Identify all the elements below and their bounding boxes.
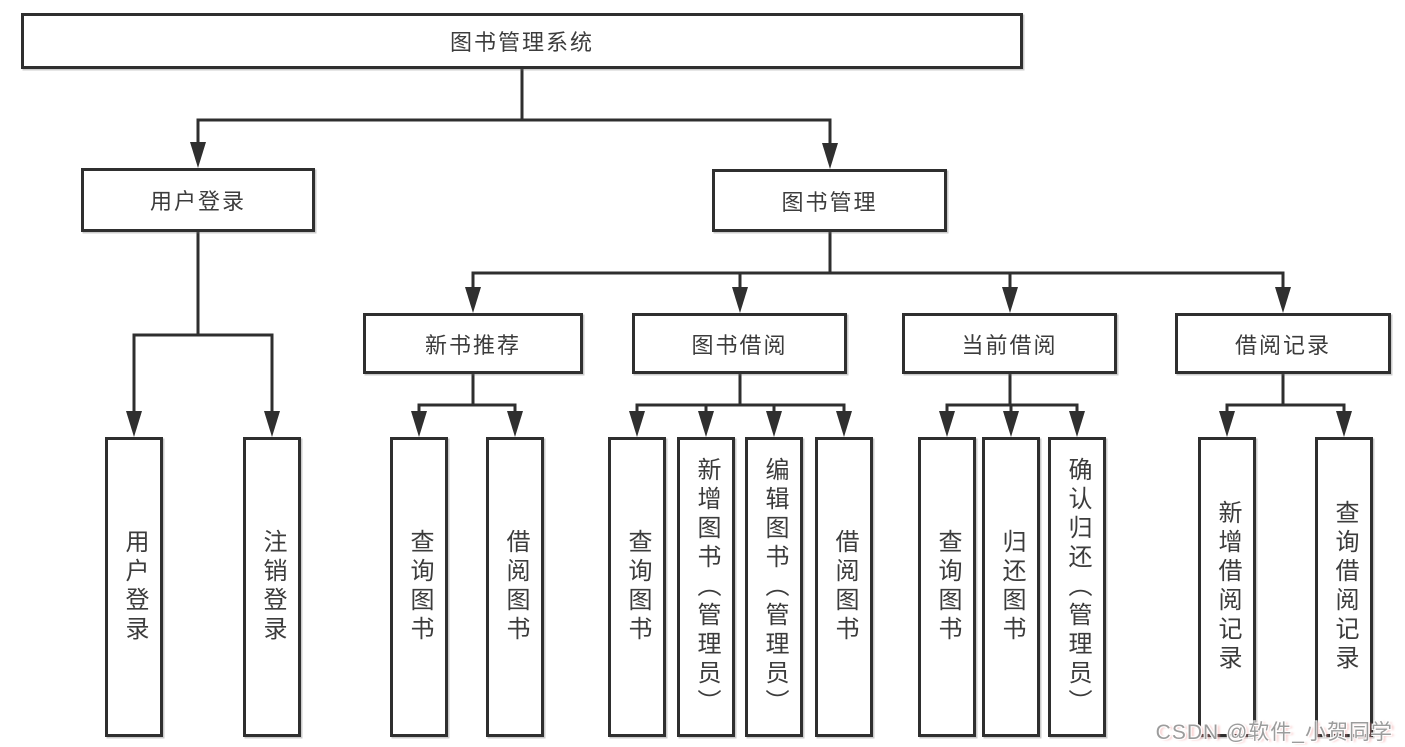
leaf-add-book-admin-label: 新增图书（管理员） (693, 456, 720, 718)
leaf-borrow-books-2-label: 借阅图书 (831, 529, 858, 645)
leaf-query-books-recommend: 查询图书 (390, 437, 448, 737)
leaf-logout: 注销登录 (243, 437, 301, 737)
leaf-query-books-current: 查询图书 (918, 437, 976, 737)
leaf-add-borrow-record-label: 新增借阅记录 (1214, 500, 1241, 674)
leaf-query-books-recommend-label: 查询图书 (406, 529, 433, 645)
csdn-watermark-text: CSDN @软件_小贺同学 (1155, 721, 1393, 744)
leaf-query-books-borrow-label: 查询图书 (624, 529, 651, 645)
group-book-borrow: 图书借阅 (632, 313, 847, 374)
leaf-borrow-books-recommend-label: 借阅图书 (502, 529, 529, 645)
group-new-book-recommend: 新书推荐 (363, 313, 583, 374)
leaf-query-books-borrow: 查询图书 (608, 437, 666, 737)
leaf-borrow-books-2: 借阅图书 (815, 437, 873, 737)
leaf-add-book-admin: 新增图书（管理员） (677, 437, 735, 737)
root-node-label: 图书管理系统 (449, 30, 594, 55)
leaf-borrow-books-recommend: 借阅图书 (486, 437, 544, 737)
leaf-query-borrow-record-label: 查询借阅记录 (1331, 500, 1358, 674)
leaf-logout-label: 注销登录 (259, 529, 286, 645)
leaf-return-book-label: 归还图书 (998, 529, 1025, 645)
leaf-query-books-current-label: 查询图书 (934, 529, 961, 645)
node-book-management: 图书管理 (712, 169, 947, 232)
leaf-query-borrow-record: 查询借阅记录 (1315, 437, 1373, 737)
csdn-watermark: CSDN @软件_小贺同学 (1156, 716, 1393, 746)
group-new-book-recommend-label: 新书推荐 (424, 332, 521, 358)
leaf-return-book: 归还图书 (982, 437, 1040, 737)
group-borrow-records: 借阅记录 (1175, 313, 1391, 374)
leaf-edit-book-admin-label: 编辑图书（管理员） (761, 456, 788, 718)
root-node: 图书管理系统 (21, 13, 1023, 69)
group-current-borrow: 当前借阅 (902, 313, 1117, 374)
group-borrow-records-label: 借阅记录 (1234, 332, 1331, 358)
leaf-confirm-return-admin-label: 确认归还（管理员） (1064, 456, 1091, 718)
node-book-management-label: 图书管理 (781, 189, 878, 215)
node-user-login-label: 用户登录 (149, 189, 246, 214)
leaf-user-login-label: 用户登录 (121, 529, 148, 645)
node-user-login: 用户登录 (81, 168, 315, 232)
leaf-confirm-return-admin: 确认归还（管理员） (1048, 437, 1106, 737)
leaf-user-login: 用户登录 (105, 437, 163, 737)
group-book-borrow-label: 图书借阅 (691, 332, 788, 358)
leaf-edit-book-admin: 编辑图书（管理员） (745, 437, 803, 737)
group-current-borrow-label: 当前借阅 (961, 332, 1058, 358)
leaf-add-borrow-record: 新增借阅记录 (1198, 437, 1256, 737)
